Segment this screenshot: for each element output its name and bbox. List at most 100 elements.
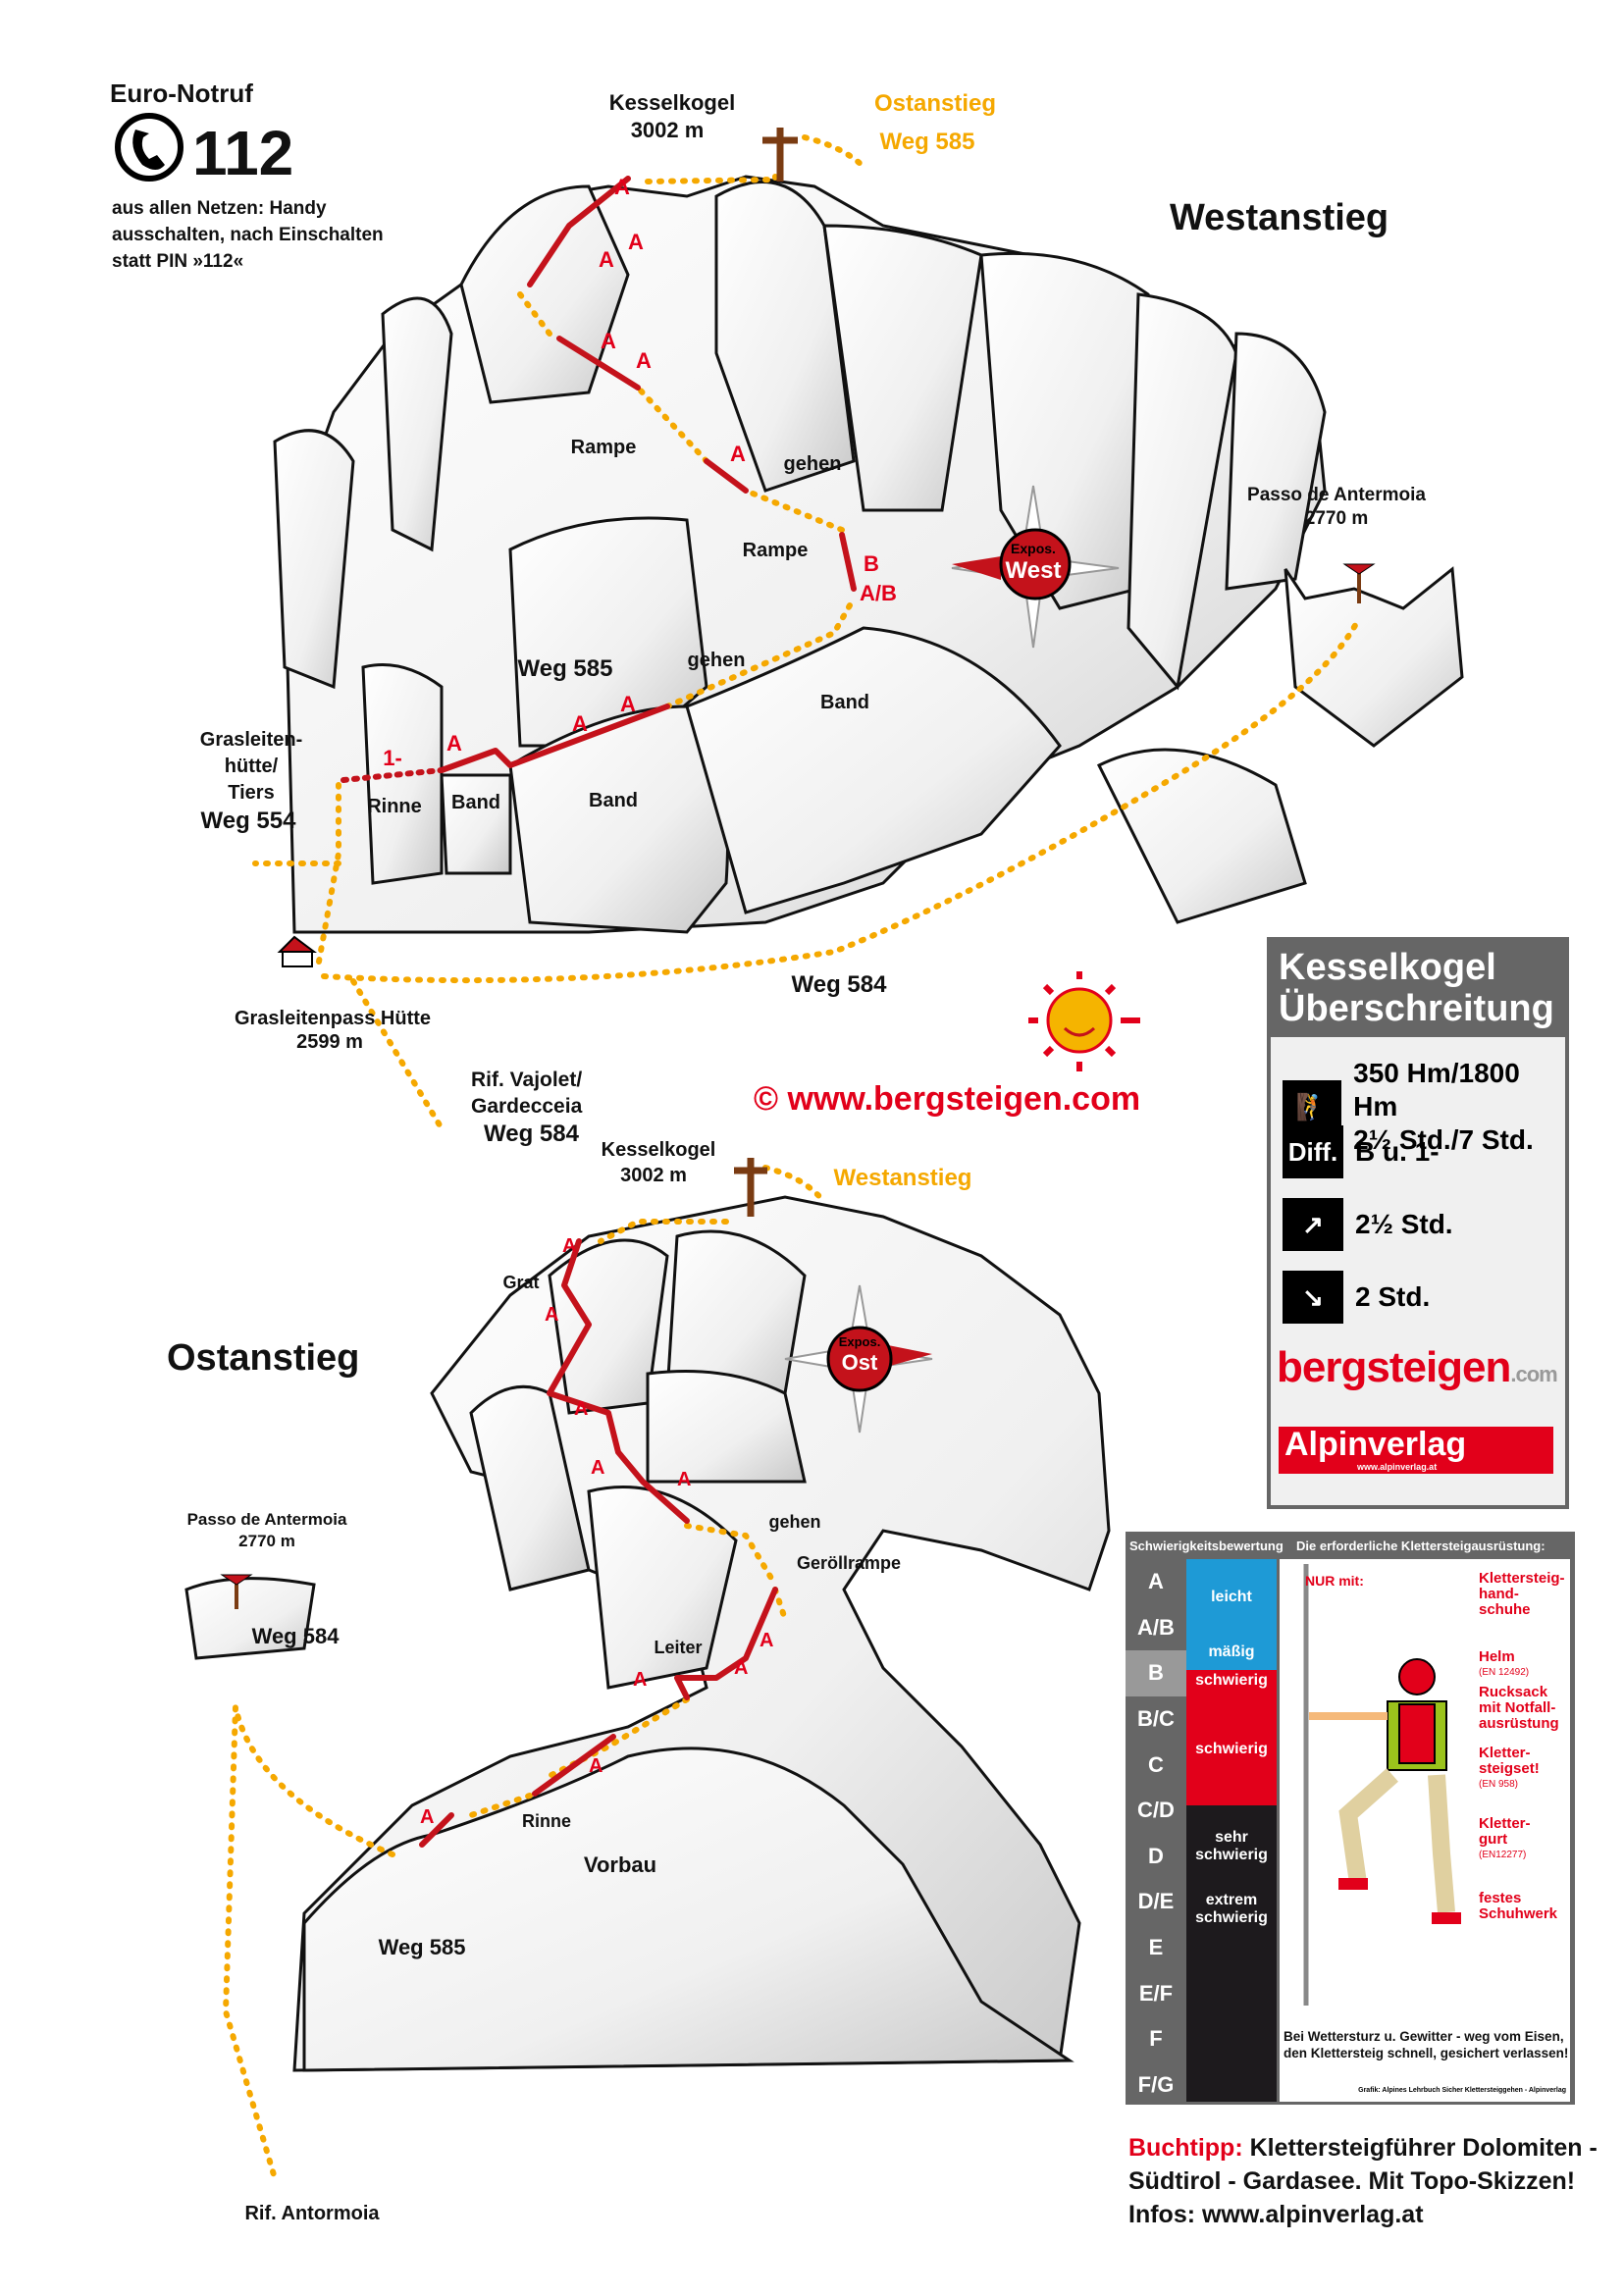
item-helm: Helm(EN 12492): [1479, 1648, 1530, 1679]
category-maessig: mäßig: [1208, 1643, 1255, 1660]
westanstieg-title: Westanstieg: [1170, 197, 1389, 238]
phone-icon: [115, 113, 183, 182]
emergency-note-1: aus allen Netzen: Handy: [112, 198, 327, 219]
height-meters: 350 Hm/1800 Hm: [1353, 1058, 1520, 1121]
label-rampe: Rampe: [570, 437, 637, 458]
grade-a: A: [589, 1755, 603, 1777]
equipment-panel: NUR mit: Klettersteig-hand-schuhe Helm(E…: [1280, 1559, 1570, 2102]
grade-a: A: [614, 175, 630, 199]
weg-585-link: Weg 585: [879, 129, 975, 155]
grasleiten-3: Tiers: [228, 782, 275, 804]
exposure-small-lower: Expos.: [838, 1334, 881, 1349]
ostanstieg-link: Ostanstieg: [873, 90, 997, 117]
emergency-title: Euro-Notruf: [110, 78, 253, 108]
passo-name-lower: Passo de Antermoia: [186, 1510, 347, 1529]
label-gehen-lower: gehen: [768, 1512, 821, 1532]
label-vorbau: Vorbau: [583, 1852, 657, 1877]
box-title-1: Kesselkogel: [1279, 947, 1496, 988]
grade-a: A: [628, 230, 644, 254]
grade-a: A: [760, 1630, 774, 1651]
difficulty-value: B u. 1-: [1355, 1136, 1440, 1167]
climber-icon: 🧗: [1283, 1080, 1342, 1133]
lower-massif: [184, 1195, 1111, 2072]
item-klettergurt: Kletter-gurt(EN12277): [1479, 1815, 1531, 1861]
grade-b: B: [864, 551, 879, 576]
grade-a: A: [562, 1235, 577, 1257]
summit-cross-lower: [734, 1158, 767, 1217]
label-rinne-lower: Rinne: [521, 1811, 572, 1831]
category-leicht: leicht: [1211, 1589, 1252, 1605]
label-band: Band: [451, 792, 500, 813]
legend-header-right: Die erforderliche Klettersteigausrüstung…: [1296, 1538, 1545, 1553]
label-weg-584: Weg 584: [791, 971, 887, 998]
grasleiten-weg: Weg 554: [200, 808, 296, 834]
upper-massif: [273, 175, 1464, 934]
compass-west-icon: [951, 485, 1120, 649]
summit-altitude: 3002 m: [630, 118, 705, 142]
summit-name-lower: Kesselkogel: [601, 1139, 716, 1161]
emergency-note-3: statt PIN »112«: [112, 251, 244, 272]
bergsteigen-logo: bergsteigen.com: [1277, 1343, 1558, 1391]
label-rampe: Rampe: [742, 540, 809, 561]
copyright-link[interactable]: © www.bergsteigen.com: [754, 1080, 1141, 1118]
box-title-2: Überschreitung: [1279, 988, 1554, 1029]
grade-a: A: [620, 692, 636, 716]
grade: C/D: [1137, 1798, 1175, 1823]
grade-a: A: [599, 247, 614, 272]
label-leiter: Leiter: [654, 1638, 703, 1657]
hut-altitude: 2599 m: [296, 1031, 363, 1053]
buchtipp-line-2: Südtirol - Gardasee. Mit Topo-Skizzen!: [1128, 2167, 1576, 2195]
sun-icon: [1028, 971, 1140, 1071]
grade-a: A: [636, 348, 652, 373]
passo-altitude-lower: 2770 m: [238, 1532, 295, 1550]
grade-a: A: [677, 1469, 692, 1490]
item-rucksack: Rucksack mit Notfall-ausrüstung: [1479, 1684, 1559, 1732]
label-weg-585: Weg 585: [517, 655, 613, 682]
credit: Grafik: Alpines Lehrbuch Sicher Kletters…: [1358, 2087, 1566, 2094]
nur-mit-label: NUR mit:: [1305, 1573, 1364, 1589]
summit-cross-upper: [762, 128, 798, 182]
hut-icon: [277, 935, 317, 967]
grade: D/E: [1137, 1889, 1175, 1914]
vajolet-weg: Weg 584: [484, 1121, 579, 1147]
grade-a: A: [446, 731, 462, 756]
summit-altitude-lower: 3002 m: [620, 1165, 687, 1186]
grade-a: A: [574, 1398, 589, 1420]
grade-a: A: [730, 442, 746, 466]
grade-a: A: [545, 1304, 559, 1326]
grade: C: [1148, 1751, 1164, 1777]
grade: E: [1148, 1935, 1164, 1960]
descent-icon: ↘: [1283, 1271, 1343, 1324]
exposure-west: West: [1005, 557, 1062, 584]
label-band: Band: [820, 692, 869, 713]
westanstieg-link: Westanstieg: [833, 1165, 972, 1191]
label-band: Band: [589, 790, 638, 811]
hut-name: Grasleitenpass Hütte: [234, 1008, 432, 1029]
ascent-time: 2½ Std.: [1355, 1209, 1453, 1239]
grade: B/C: [1137, 1706, 1175, 1732]
vajolet-2: Gardecceia: [471, 1095, 583, 1118]
climber-illustration: [1303, 1564, 1461, 2006]
grade: A: [1148, 1569, 1164, 1594]
compass-ost-icon: [784, 1284, 933, 1434]
item-handschuhe: Klettersteig-hand-schuhe: [1479, 1570, 1565, 1618]
grade: E/F: [1138, 1980, 1174, 2006]
grade-a: A: [572, 711, 588, 736]
label-gehen: gehen: [783, 453, 842, 475]
ascent-icon: ↗: [1283, 1198, 1343, 1251]
buchtipp-line-3[interactable]: Infos: www.alpinverlag.at: [1128, 2201, 1424, 2228]
grade-ab: A/B: [860, 581, 897, 605]
grade: F/G: [1137, 2071, 1175, 2097]
item-klettersteigset: Kletter-steigset!(EN 958): [1479, 1745, 1540, 1791]
grade: A/B: [1137, 1614, 1175, 1640]
grade: D: [1148, 1843, 1164, 1868]
passo-name: Passo de Antermoia: [1247, 485, 1426, 505]
summit-name: Kesselkogel: [608, 90, 736, 115]
grasleiten-2: hütte/: [224, 756, 279, 777]
descent-time: 2 Std.: [1355, 1281, 1431, 1312]
category-extrem-schwierig: extrem schwierig: [1195, 1892, 1268, 1926]
label-rinne: Rinne: [367, 796, 422, 817]
